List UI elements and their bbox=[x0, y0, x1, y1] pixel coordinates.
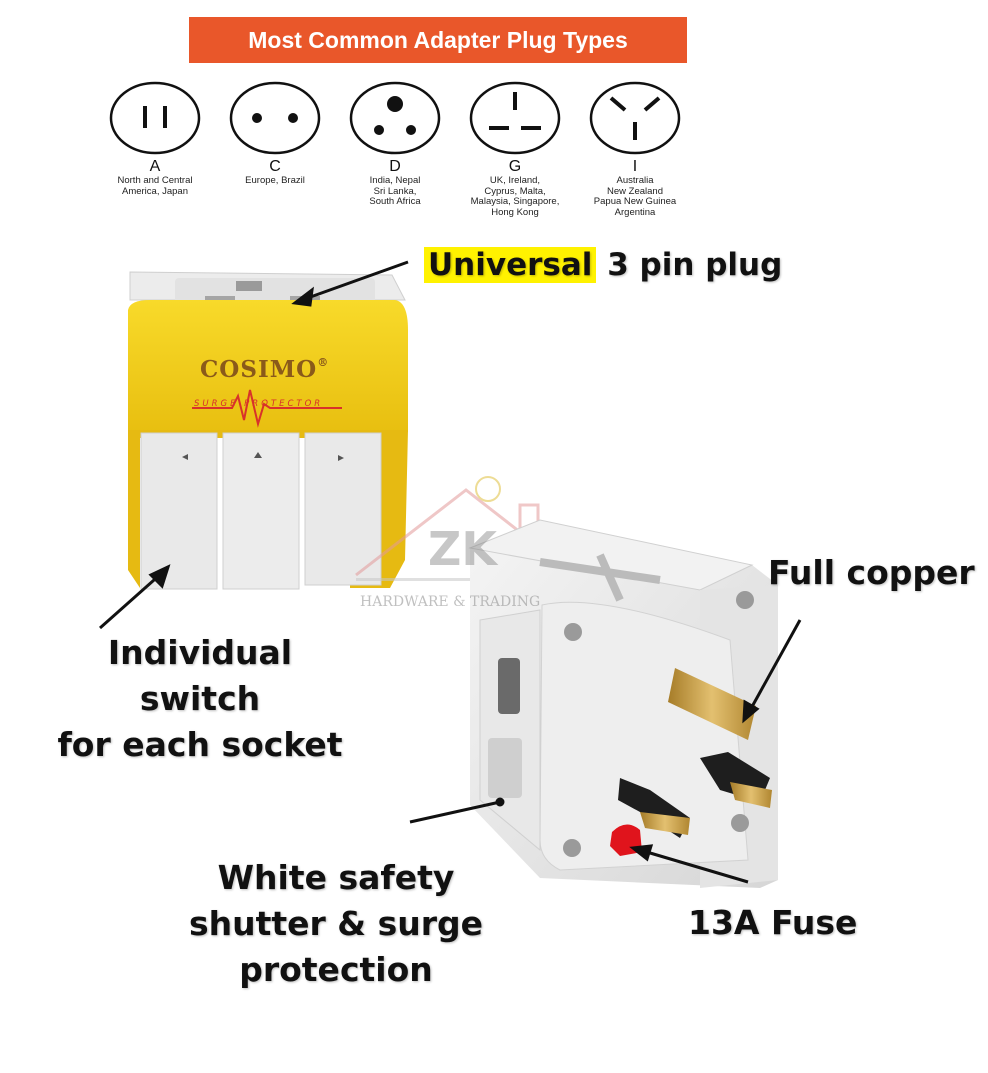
plug-type-i: I Australia New Zealand Papua New Guinea… bbox=[580, 80, 690, 218]
plug-countries: UK, Ireland, Cyprus, Malta, Malaysia, Si… bbox=[470, 175, 560, 218]
plug-letter: I bbox=[632, 158, 638, 175]
plug-countries: North and Central America, Japan bbox=[117, 175, 193, 197]
plug-g-icon bbox=[469, 81, 561, 155]
plug-countries: Australia New Zealand Papua New Guinea A… bbox=[593, 175, 677, 218]
brand-tagline: SURGE PROTECTOR bbox=[194, 399, 324, 409]
plug-types-banner: Most Common Adapter Plug Types bbox=[189, 17, 687, 63]
plug-type-a: A North and Central America, Japan bbox=[100, 80, 210, 197]
plug-letter: G bbox=[508, 158, 522, 175]
plug-type-g: G UK, Ireland, Cyprus, Malta, Malaysia, … bbox=[460, 80, 570, 218]
shutter-line-2: shutter & surge bbox=[188, 904, 483, 943]
plug-type-d: D India, Nepal Sri Lanka, South Africa bbox=[340, 80, 450, 208]
plug-letter: D bbox=[389, 158, 401, 175]
switch-callout: Individual switch for each socket bbox=[44, 630, 356, 768]
shutter-line-3: protection bbox=[239, 950, 433, 989]
plug-d-icon bbox=[349, 81, 441, 155]
plug-type-c: C Europe, Brazil bbox=[220, 80, 330, 187]
callout-arrows bbox=[99, 260, 802, 884]
plug-a-icon bbox=[109, 81, 201, 155]
plug-i-icon bbox=[589, 81, 681, 155]
universal-plug-callout: Universal 3 pin plug bbox=[424, 242, 782, 288]
brand-name: COSIMO® bbox=[200, 356, 329, 383]
plug-countries: Europe, Brazil bbox=[245, 175, 305, 186]
fuse-callout: 13A Fuse bbox=[688, 903, 858, 942]
switch-line-2: for each socket bbox=[57, 725, 343, 764]
plug-countries: India, Nepal Sri Lanka, South Africa bbox=[369, 175, 421, 207]
plug-c-icon bbox=[229, 81, 321, 155]
universal-highlight: Universal bbox=[424, 247, 597, 283]
watermark-letters: ZK bbox=[428, 522, 497, 576]
switch-line-1: Individual switch bbox=[107, 633, 293, 718]
brand-text: COSIMO bbox=[200, 356, 318, 383]
white-adapter bbox=[468, 519, 778, 888]
shutter-callout: White safety shutter & surge protection bbox=[186, 855, 486, 993]
watermark-text: HARDWARE & TRADING bbox=[360, 594, 541, 610]
yellow-adapter bbox=[128, 271, 408, 590]
copper-callout: Full copper bbox=[768, 553, 975, 592]
plug-letter: C bbox=[269, 158, 281, 175]
universal-rest: 3 pin plug bbox=[607, 247, 783, 283]
plug-letter: A bbox=[149, 158, 161, 175]
brand-mark: ® bbox=[317, 356, 330, 369]
shutter-line-1: White safety bbox=[217, 858, 455, 897]
